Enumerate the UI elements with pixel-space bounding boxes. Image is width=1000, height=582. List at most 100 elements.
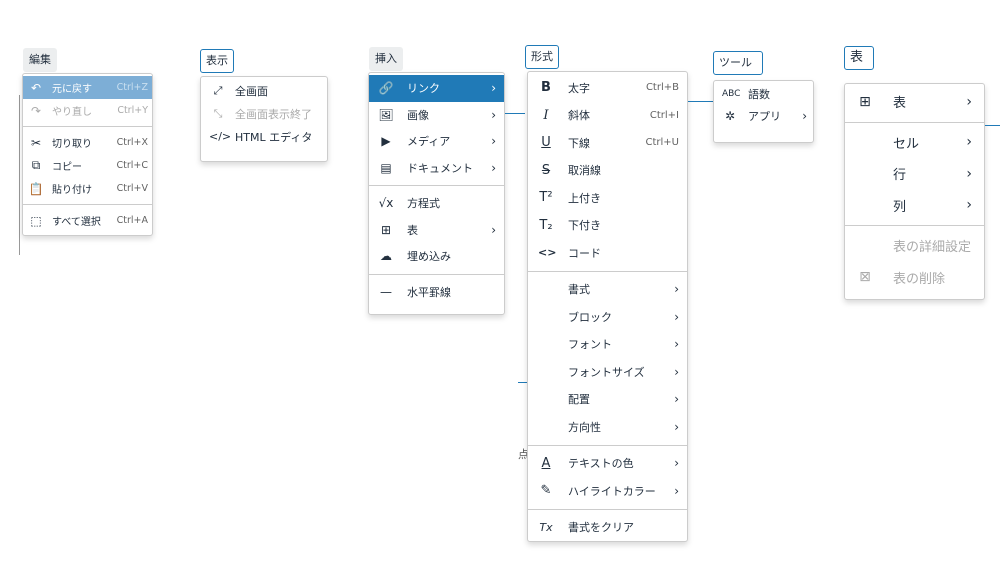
link-icon: 🔗	[378, 81, 394, 96]
menu-item-underline[interactable]: U 下線 Ctrl+U	[528, 129, 687, 157]
menu-item-apps[interactable]: ✲ アプリ ›	[714, 105, 813, 127]
menu-item-table[interactable]: ⊞ 表 ›	[369, 217, 504, 244]
document-icon: ▤	[380, 160, 392, 175]
horizontal-rule-icon: —	[380, 284, 392, 299]
chevron-right-icon: ›	[674, 309, 679, 324]
editor-text-fragment: 点	[518, 448, 529, 461]
menu-item-align[interactable]: 配置 ›	[568, 392, 679, 407]
menu-separator	[23, 126, 152, 127]
chevron-right-icon: ›	[966, 93, 972, 110]
menu-item-document[interactable]: ▤ ドキュメント ›	[369, 155, 504, 182]
view-menu-button[interactable]: 表示	[200, 49, 234, 73]
view-menu: ⤢ 全画面 ⤡ 全画面表示終了 </> HTML エディタ	[200, 76, 328, 162]
menu-item-horizontal-rule[interactable]: — 水平罫線	[369, 279, 504, 306]
menu-separator	[23, 204, 152, 205]
chevron-right-icon: ›	[966, 134, 972, 151]
editor-border	[518, 382, 527, 383]
italic-icon: I	[543, 107, 549, 123]
chevron-right-icon: ›	[491, 81, 496, 96]
chevron-right-icon: ›	[674, 483, 679, 498]
menu-item-html-editor[interactable]: </> HTML エディタ	[209, 130, 313, 144]
menu-item-paste[interactable]: 📋 貼り付け Ctrl+V	[28, 181, 148, 197]
insert-menu-button[interactable]: 挿入	[369, 47, 403, 71]
menu-item-subscript[interactable]: T₂ 下付き	[539, 217, 601, 233]
menu-item-select-all[interactable]: ⬚ すべて選択 Ctrl+A	[23, 209, 152, 232]
chevron-right-icon: ›	[491, 134, 496, 149]
chevron-right-icon: ›	[674, 419, 679, 434]
superscript-icon: T²	[539, 190, 553, 206]
table-icon: ⊞	[859, 93, 871, 110]
menu-item-image[interactable]: 🖼 画像 ›	[378, 107, 496, 122]
menu-item-column[interactable]: 列 ›	[893, 197, 972, 215]
menu-item-table-properties[interactable]: 表の詳細設定	[893, 240, 972, 256]
chevron-right-icon: ›	[674, 337, 679, 352]
menu-item-italic[interactable]: I 斜体 Ctrl+I	[528, 102, 687, 130]
media-icon: ▶	[381, 134, 391, 149]
menu-item-cut[interactable]: ✂ 切り取り Ctrl+X	[23, 131, 152, 154]
apps-icon: ✲	[724, 109, 736, 123]
menu-item-table[interactable]: ⊞ 表 ›	[845, 86, 984, 118]
menu-separator	[845, 225, 984, 226]
menu-item-embed[interactable]: ☁ 埋め込み	[369, 243, 504, 270]
word-count-icon: ABC	[722, 89, 741, 99]
bold-icon: B	[541, 80, 551, 96]
cut-icon: ✂	[30, 135, 42, 150]
insert-menu: 🔗 リンク › 🖼 画像 › ▶ メディア › ▤ ドキュメント › √x 方程…	[368, 72, 505, 315]
table-icon: ⊞	[380, 222, 392, 237]
fullscreen-icon: ⤢	[213, 83, 223, 97]
menu-item-media[interactable]: ▶ メディア ›	[369, 128, 504, 155]
edit-menu-button[interactable]: 編集	[23, 48, 57, 72]
menu-item-equation[interactable]: √x 方程式	[378, 196, 440, 211]
menu-item-strikethrough[interactable]: S 取消線	[528, 157, 687, 185]
select-all-icon: ⬚	[30, 213, 42, 228]
menu-item-redo[interactable]: ↷ やり直し Ctrl+Y	[23, 99, 152, 122]
edit-menu: ↶ 元に戻す Ctrl+Z ↷ やり直し Ctrl+Y ✂ 切り取り Ctrl+…	[22, 73, 153, 236]
menu-item-code[interactable]: <> コード	[538, 246, 601, 260]
menu-item-link[interactable]: 🔗 リンク ›	[369, 75, 504, 102]
menu-item-fullscreen[interactable]: ⤢ 全画面	[201, 79, 327, 102]
menu-item-directionality[interactable]: 方向性 ›	[568, 419, 679, 434]
menu-item-cell[interactable]: セル ›	[893, 134, 972, 152]
image-icon: 🖼	[378, 107, 394, 122]
menu-item-copy[interactable]: ⧉ コピー Ctrl+C	[23, 154, 152, 177]
format-menu: B 太字 Ctrl+B I 斜体 Ctrl+I U 下線 Ctrl+U S 取消…	[527, 71, 688, 542]
redo-icon: ↷	[30, 103, 42, 118]
chevron-right-icon: ›	[491, 160, 496, 175]
text-color-icon: A	[541, 455, 551, 471]
menu-item-row[interactable]: 行 ›	[893, 165, 972, 184]
format-menu-button[interactable]: 形式	[525, 45, 559, 69]
menu-item-formats[interactable]: 書式 ›	[568, 282, 679, 297]
editor-border	[505, 113, 525, 114]
delete-table-icon: ⊠	[859, 269, 871, 286]
menu-separator	[528, 270, 687, 272]
menu-item-delete-table[interactable]: ⊠ 表の削除	[845, 262, 984, 294]
chevron-right-icon: ›	[966, 165, 972, 182]
editor-border	[985, 125, 1000, 126]
menu-item-font-sizes[interactable]: フォントサイズ ›	[568, 364, 679, 379]
strikethrough-icon: S	[541, 162, 551, 178]
menu-item-bold[interactable]: B 太字 Ctrl+B	[528, 74, 687, 102]
chevron-right-icon: ›	[966, 197, 972, 214]
menu-item-blocks[interactable]: ブロック ›	[568, 309, 679, 324]
table-menu-button[interactable]: 表	[844, 46, 874, 70]
menu-item-clear-formatting[interactable]: Tx 書式をクリア	[539, 520, 634, 535]
clear-formatting-icon: Tx	[539, 520, 553, 534]
equation-icon: √x	[378, 196, 394, 211]
menu-item-exit-fullscreen[interactable]: ⤡ 全画面表示終了	[201, 102, 327, 125]
menu-separator	[528, 444, 687, 446]
highlight-color-icon: ✎	[540, 483, 552, 499]
chevron-right-icon: ›	[674, 282, 679, 297]
copy-icon: ⧉	[31, 158, 41, 172]
menu-item-undo[interactable]: ↶ 元に戻す Ctrl+Z	[23, 76, 152, 99]
subscript-icon: T₂	[539, 217, 553, 233]
editor-border	[688, 101, 714, 102]
menu-item-fonts[interactable]: フォント ›	[568, 337, 679, 352]
menu-separator	[528, 508, 687, 510]
tools-menu-button[interactable]: ツール	[713, 51, 763, 75]
menu-item-word-count[interactable]: ABC 語数	[722, 88, 770, 101]
menu-item-highlight-color[interactable]: ✎ ハイライトカラー ›	[528, 477, 687, 505]
menu-item-superscript[interactable]: T² 上付き	[539, 190, 601, 206]
editor-border	[19, 95, 20, 255]
menu-item-text-color[interactable]: A テキストの色 ›	[528, 450, 687, 478]
chevron-right-icon: ›	[674, 364, 679, 379]
